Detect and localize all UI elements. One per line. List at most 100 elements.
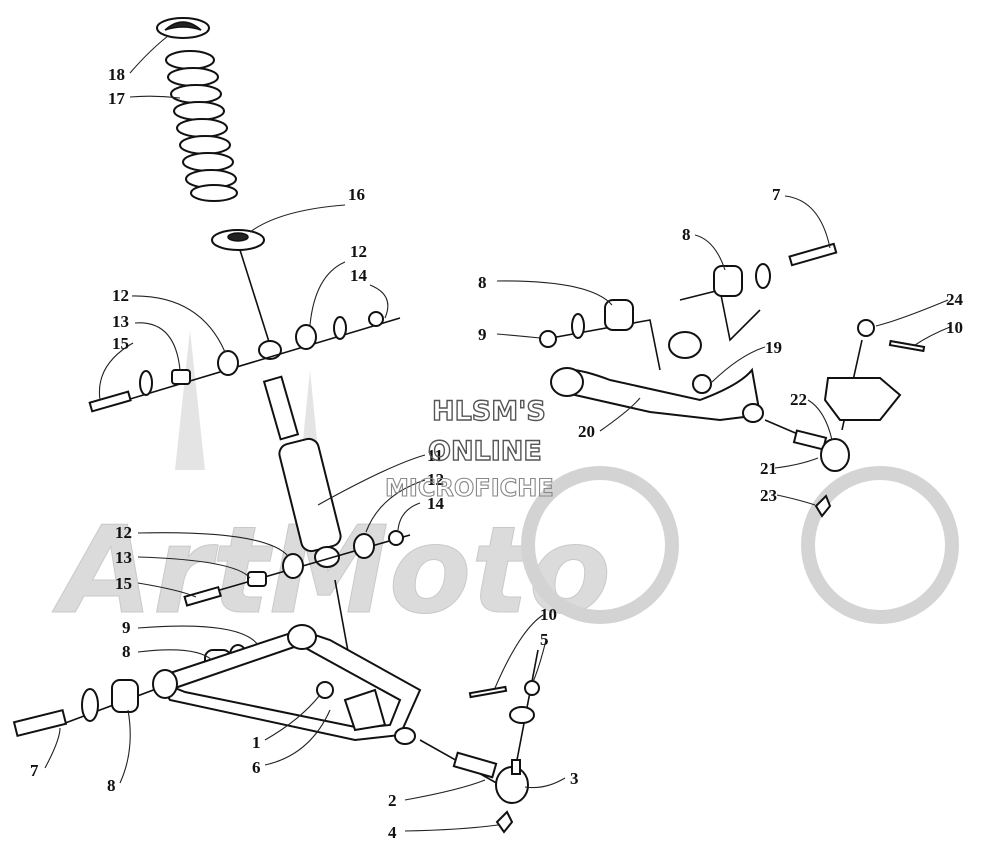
upper-a-arm-pivot-rear (668, 331, 702, 359)
callout-12-upper-left: 12 (112, 286, 129, 305)
coil-spring (165, 50, 238, 202)
callout-15-upper: 15 (112, 334, 129, 353)
upper-a-arm (558, 367, 762, 422)
callout-8-lower-bottom: 8 (107, 776, 116, 795)
upper-arm-bushing-front (604, 299, 634, 331)
lower-arm-bolt (12, 708, 68, 738)
shock-rod (262, 375, 300, 441)
callout-13-upper: 13 (112, 312, 129, 331)
tie-rod-cotter-pin (468, 685, 508, 699)
upper-washer-right (333, 316, 347, 340)
callout-20: 20 (578, 422, 595, 441)
watermark-wheel-left (521, 466, 679, 624)
callout-6: 6 (252, 758, 261, 777)
upper-tie-rod-cotter-pin (888, 339, 926, 353)
lower-arm-washer (81, 688, 99, 722)
lower-a-arm-pivot-rear (287, 624, 317, 650)
lower-a-arm-ball-joint (394, 727, 416, 745)
upper-tie-rod-boot (823, 377, 902, 421)
callout-12-lower-right: 12 (427, 470, 444, 489)
tie-rod-stud-axis (516, 649, 539, 761)
upper-tie-rod-grease-fitting (814, 494, 832, 518)
spring-cap (156, 17, 210, 39)
callout-8-upper-front: 8 (478, 273, 487, 292)
upper-nut (368, 311, 384, 327)
callout-12-upper-right: 12 (350, 242, 367, 261)
upper-arm-bushing-rear (713, 265, 743, 297)
upper-a-arm-pivot-front (550, 367, 584, 397)
upper-a-arm-ball-joint (742, 403, 764, 423)
lower-mount-bolt (183, 585, 222, 607)
callout-17: 17 (108, 89, 126, 108)
watermark-line-1: HLSM'S (432, 396, 546, 427)
callout-3: 3 (570, 769, 579, 788)
tie-rod-stud (511, 759, 521, 775)
upper-arm-bolt (788, 242, 838, 267)
tie-rod-castle-nut (524, 680, 540, 696)
lower-nut (388, 530, 404, 546)
callout-labels: 18 17 16 12 14 12 13 15 11 12 14 12 13 1… (30, 65, 964, 842)
lower-arm-bushing-front (111, 679, 139, 713)
upper-washer (139, 370, 153, 396)
callout-21: 21 (760, 459, 777, 478)
shock-mount-bracket (343, 688, 387, 732)
upper-a-arm-pivot-nut (692, 374, 712, 394)
shock-upper-eye (258, 340, 282, 360)
callout-22: 22 (790, 390, 807, 409)
callout-13-lower: 13 (115, 548, 132, 567)
leader-lines (44, 35, 951, 832)
callout-8-upper-rear: 8 (682, 225, 691, 244)
tie-rod-thread (452, 751, 498, 779)
callout-14-upper: 14 (350, 266, 368, 285)
spring-retainer-hole (227, 232, 249, 242)
upper-arm-washer-left (571, 313, 585, 339)
callout-14-lower: 14 (427, 494, 445, 513)
upper-bushing-left (217, 350, 239, 376)
watermark-line-2: ONLINE (428, 436, 542, 467)
upper-arm-washer-right (755, 263, 771, 289)
callout-9-lower: 9 (122, 618, 131, 637)
callout-16: 16 (348, 185, 365, 204)
callout-7-upper: 7 (772, 185, 781, 204)
callout-10-lower: 10 (540, 605, 557, 624)
callout-10-upper: 10 (946, 318, 963, 337)
tie-rod-grease-fitting (495, 810, 514, 834)
lower-spacer (247, 571, 267, 587)
callout-24: 24 (946, 290, 964, 309)
spring-cap-top (164, 21, 202, 31)
shock-lower-eye (314, 546, 340, 568)
lower-bushing-right (353, 533, 375, 559)
watermark-line-3: MICROFICHE (385, 474, 554, 502)
watermark-wheel-right (801, 466, 959, 624)
callout-1: 1 (252, 733, 261, 752)
callout-23: 23 (760, 486, 777, 505)
upper-tie-rod-thread (792, 429, 828, 451)
lower-a-arm-pivot-front (152, 669, 178, 699)
callout-11: 11 (427, 446, 443, 465)
callout-18: 18 (108, 65, 125, 84)
callout-9-upper: 9 (478, 325, 487, 344)
callout-2: 2 (388, 791, 397, 810)
upper-tie-rod-end (820, 438, 850, 472)
lower-a-arm-assembly (12, 624, 422, 745)
lower-a-arm-pivot-nut (316, 681, 334, 699)
upper-a-arm-assembly (539, 242, 838, 423)
callout-15-lower: 15 (115, 574, 132, 593)
callout-5: 5 (540, 630, 549, 649)
upper-tie-rod-assembly (764, 319, 926, 518)
tie-rod-boot (509, 706, 535, 724)
callout-4: 4 (388, 823, 397, 842)
callout-8-lower-top: 8 (122, 642, 131, 661)
upper-mount-bolt (88, 390, 132, 413)
upper-tie-rod-castle-nut (857, 319, 875, 337)
lower-bushing-left (282, 553, 304, 579)
upper-arm-nut (539, 330, 557, 348)
shock-axis-upper (239, 249, 271, 346)
watermark-text: HLSM'S ONLINE MICROFICHE (384, 395, 554, 502)
upper-bolt-axis (109, 317, 401, 406)
upper-bushing-right (295, 324, 317, 350)
callout-12-lower-left: 12 (115, 523, 132, 542)
callout-7-lower: 7 (30, 761, 39, 780)
callout-19: 19 (765, 338, 782, 357)
